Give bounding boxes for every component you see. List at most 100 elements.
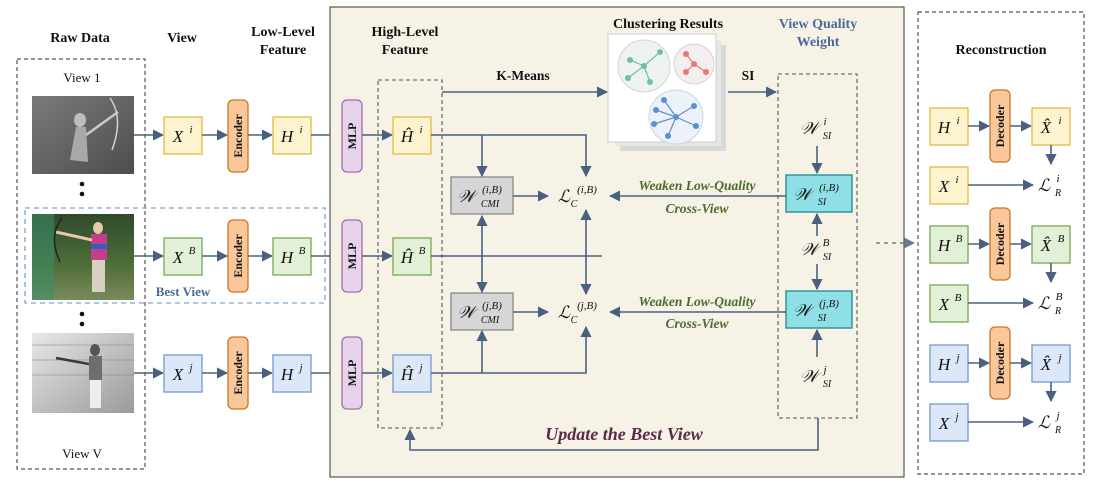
kmeans-label: K-Means [496,68,549,83]
mlp-i: MLP [341,99,363,173]
decoder-j: Decoder [989,326,1011,400]
view-1-label: View 1 [63,70,100,85]
svg-text:X: X [172,127,184,146]
svg-text:B: B [419,245,426,257]
svg-text:j: j [1054,410,1059,422]
svg-text:R: R [1054,425,1061,436]
svg-text:j: j [297,362,302,374]
svg-text:j: j [821,364,826,376]
header-low-level-2: Feature [260,43,306,58]
svg-text:X: X [172,365,184,384]
svg-text:B: B [189,245,196,257]
svg-text:j: j [187,362,192,374]
weaken-label-bottom-1: Weaken Low-Quality [638,294,756,309]
svg-text:𝒲: 𝒲 [793,301,815,320]
svg-text:(i,B): (i,B) [819,182,839,194]
high-feature-hb: Ĥ B [392,237,432,276]
svg-text:X: X [938,414,950,433]
decoder-i: Decoder [989,89,1011,163]
svg-text:B: B [299,245,306,257]
weight-si-i: 𝒲 i SI [800,116,832,142]
view-box-xb: X B [163,237,203,276]
svg-text:B: B [1056,291,1063,303]
svg-text:Decoder: Decoder [993,104,1007,147]
svg-text:(i,B): (i,B) [577,184,597,196]
recon-xb: X B [929,284,969,323]
high-level-column [377,79,443,429]
view-v-label: View V [62,446,102,461]
svg-text:j: j [953,411,958,423]
svg-text:j: j [1056,352,1061,364]
header-low-level-1: Low-Level [251,25,315,40]
svg-text:(j,B): (j,B) [577,300,597,312]
view-box-xj: X j [163,354,203,393]
best-view-label: Best View [156,284,211,299]
svg-text:CMI: CMI [481,315,500,326]
svg-text:i: i [189,124,192,136]
si-label: SI [742,68,755,83]
decoder-b: Decoder [989,207,1011,281]
header-view-quality-2: Weight [797,35,840,50]
header-clustering: Clustering Results [613,17,724,32]
svg-text:Ĥ: Ĥ [400,127,415,146]
svg-text:SI: SI [818,197,827,208]
svg-text:i: i [956,115,959,127]
recon-xi: X i [929,166,969,205]
svg-text:(j,B): (j,B) [482,300,502,312]
svg-text:Decoder: Decoder [993,341,1007,384]
encoder-j: Encoder [227,336,249,410]
svg-text:X̂: X̂ [1040,118,1052,137]
header-reconstruction: Reconstruction [956,43,1047,58]
view-v-image [32,333,134,413]
recon-hi: H i [929,107,969,146]
update-best-view-label: Update the Best View [545,424,703,444]
svg-text:X: X [938,295,950,314]
high-feature-hj: Ĥ j [392,354,432,393]
svg-text:ℒ: ℒ [558,187,571,206]
weight-si-b: 𝒲 B SI [800,237,832,263]
svg-text:ℒ: ℒ [558,303,571,322]
high-feature-hi: Ĥ i [392,116,432,155]
svg-text:B: B [955,292,962,304]
svg-text:i: i [419,124,422,136]
svg-text:Encoder: Encoder [231,234,245,278]
svg-text:𝒲: 𝒲 [800,240,822,259]
svg-text:Ĥ: Ĥ [400,248,415,267]
svg-text:i: i [955,174,958,186]
svg-text:𝒲: 𝒲 [800,119,822,138]
weight-si-j: 𝒲 j SI [800,364,832,390]
svg-text:X: X [938,177,950,196]
mlp-b: MLP [341,219,363,293]
svg-text:MLP: MLP [345,360,359,387]
svg-text:SI: SI [823,131,832,142]
loss-recon-b: ℒ B R [1038,291,1063,317]
mlp-j: MLP [341,336,363,410]
ellipsis-dot [79,321,85,327]
weaken-label-top-2: Cross-View [665,201,729,216]
view-box-xi: X i [163,116,203,155]
recon-hb: H B [929,225,969,264]
svg-text:X: X [172,248,184,267]
svg-text:C: C [571,315,578,326]
svg-text:X̂: X̂ [1040,236,1052,255]
svg-text:SI: SI [818,313,827,324]
svg-text:Ĥ: Ĥ [400,365,415,384]
recon-xhat-b: X̂ B [1031,225,1071,264]
encoder-b: Encoder [227,219,249,293]
loss-recon-j: ℒ j R [1038,410,1061,436]
ellipsis-dot [79,181,85,187]
svg-text:H: H [280,365,295,384]
svg-text:H: H [280,248,295,267]
header-view: View [167,31,198,46]
svg-text:H: H [937,118,952,137]
svg-text:𝒲: 𝒲 [457,303,479,322]
svg-text:H: H [937,236,952,255]
ellipsis-dot [79,311,85,317]
weight-si-ib: 𝒲 (i,B) SI [785,174,853,213]
view-1-image [32,96,134,174]
svg-text:i: i [1058,115,1061,127]
svg-text:(i,B): (i,B) [482,184,502,196]
best-view-highlight [24,207,326,304]
svg-text:B: B [1058,233,1065,245]
